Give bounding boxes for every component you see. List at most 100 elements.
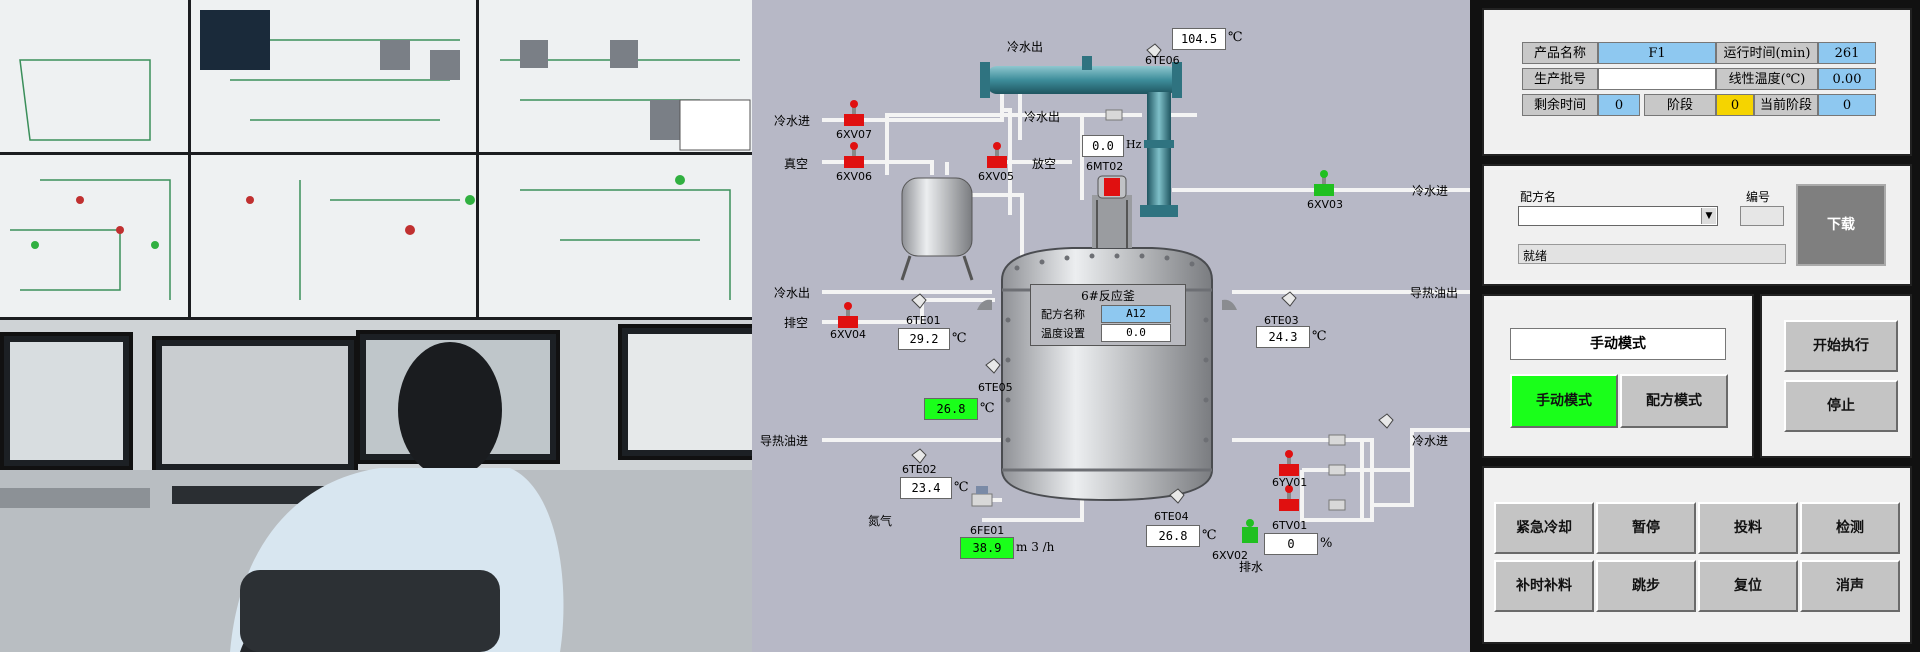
tag-6te06: 6TE06 — [1145, 54, 1180, 67]
recipe-select[interactable]: ▼ — [1518, 206, 1718, 226]
recipe-panel: 配方名 ▼ 编号 就绪 下载 — [1482, 164, 1912, 286]
reset-button[interactable]: 复位 — [1698, 560, 1798, 612]
value-mt02-hz: 0.0 — [1082, 135, 1124, 157]
tag-6te03: 6TE03 — [1264, 314, 1299, 327]
reactor-info-box: 6#反应釜 配方名称 A12 温度设置 0.0 — [1030, 284, 1186, 346]
desk-monitor-4 — [618, 324, 752, 460]
run-time-label: 运行时间(min) — [1716, 42, 1818, 64]
label-vacuum: 真空 — [784, 157, 809, 171]
emergency-cool-button[interactable]: 紧急冷却 — [1494, 502, 1594, 554]
remaining-time-label: 剩余时间 — [1522, 94, 1598, 116]
action-panel: 紧急冷却 暂停 投料 检测 补时补料 跳步 复位 消声 — [1482, 466, 1912, 644]
value-te01: 29.2 — [898, 328, 950, 350]
label-cold-water-in-left: 冷水进 — [774, 114, 811, 128]
valves — [838, 100, 1346, 543]
stage-label: 阶段 — [1644, 94, 1716, 116]
recipe-status-bar: 就绪 — [1518, 244, 1786, 264]
product-name-label: 产品名称 — [1522, 42, 1598, 64]
batch-label: 生产批号 — [1522, 68, 1598, 90]
desk-monitor-1 — [0, 332, 133, 470]
tag-6xv03[interactable]: 6XV03 — [1307, 198, 1344, 211]
tag-6fe01: 6FE01 — [970, 524, 1005, 537]
unit-flow: m 3 /h — [1016, 540, 1055, 554]
label-cold-water-out-mid: 冷水出 — [1024, 110, 1061, 124]
mode-display: 手动模式 — [1510, 328, 1726, 360]
product-name-value: F1 — [1598, 42, 1716, 64]
keyboard — [0, 488, 150, 508]
skip-step-button[interactable]: 跳步 — [1596, 560, 1696, 612]
unit-te01: ℃ — [952, 331, 967, 346]
feed-button[interactable]: 投料 — [1698, 502, 1798, 554]
process-diagram: 冷水出 冷水进 真空 放空 冷水出 冷水进 冷水出 排空 导热油出 导热油进 氮… — [752, 0, 1470, 652]
info-panel: 产品名称 F1 运行时间(min) 261 生产批号 线性温度(℃) 0.00 … — [1482, 8, 1912, 156]
unit-te05: ℃ — [980, 401, 995, 416]
value-te04: 26.8 — [1146, 525, 1200, 547]
label-oil-out: 导热油出 — [1410, 286, 1459, 300]
number-label: 编号 — [1746, 190, 1771, 204]
remaining-time-value: 0 — [1598, 94, 1640, 116]
tag-6te05: 6TE05 — [978, 381, 1013, 394]
operator-figure — [230, 342, 564, 652]
inspect-button[interactable]: 检测 — [1800, 502, 1900, 554]
linear-temp-label: 线性温度(℃) — [1716, 68, 1818, 90]
pause-button[interactable]: 暂停 — [1596, 502, 1696, 554]
reactor-recipe-label: 配方名称 — [1041, 308, 1085, 321]
control-panel: 产品名称 F1 运行时间(min) 261 生产批号 线性温度(℃) 0.00 … — [1470, 0, 1920, 652]
label-oil-in: 导热油进 — [760, 434, 809, 448]
unit-te03: ℃ — [1312, 329, 1327, 344]
value-te05: 26.8 — [924, 398, 978, 420]
label-nitrogen: 氮气 — [868, 514, 893, 528]
tag-6yv01[interactable]: 6YV01 — [1272, 476, 1308, 489]
current-stage-value: 0 — [1818, 94, 1876, 116]
chevron-down-icon[interactable]: ▼ — [1701, 208, 1716, 224]
unit-te04: ℃ — [1202, 528, 1217, 543]
run-time-value: 261 — [1818, 42, 1876, 64]
recipe-mode-button[interactable]: 配方模式 — [1620, 374, 1728, 428]
tag-6xv04[interactable]: 6XV04 — [830, 328, 867, 341]
stop-button[interactable]: 停止 — [1784, 380, 1898, 432]
label-cold-water-out-top: 冷水出 — [1007, 40, 1044, 54]
label-cold-water-out-left2: 冷水出 — [774, 286, 811, 300]
mode-panel: 手动模式 手动模式 配方模式 — [1482, 294, 1754, 458]
unit-te06: ℃ — [1228, 30, 1243, 45]
tag-6xv02[interactable]: 6XV02 — [1212, 549, 1249, 562]
value-te06: 104.5 — [1172, 28, 1226, 50]
stage-value: 0 — [1716, 94, 1754, 116]
reactor-temp-label: 温度设置 — [1041, 327, 1085, 340]
manual-mode-button[interactable]: 手动模式 — [1510, 374, 1618, 428]
label-cold-water-in-right-low: 冷水进 — [1412, 434, 1449, 448]
tag-6tv01[interactable]: 6TV01 — [1272, 519, 1308, 532]
unit-hz: Hz — [1126, 138, 1142, 151]
recipe-status-text: 就绪 — [1523, 249, 1548, 263]
tag-6te01: 6TE01 — [906, 314, 941, 327]
reactor-recipe-value: A12 — [1101, 305, 1171, 323]
label-vent: 放空 — [1032, 157, 1057, 171]
current-stage-label: 当前阶段 — [1754, 94, 1818, 116]
label-exhaust: 排空 — [784, 316, 809, 330]
label-cold-water-in-right-top: 冷水进 — [1412, 184, 1449, 198]
extend-feed-button[interactable]: 补时补料 — [1494, 560, 1594, 612]
tag-6xv05[interactable]: 6XV05 — [978, 170, 1015, 183]
reactor-title: 6#反应釜 — [1081, 289, 1135, 303]
tag-6xv07[interactable]: 6XV07 — [836, 128, 873, 141]
label-drain: 排水 — [1239, 560, 1264, 574]
value-te02: 23.4 — [900, 477, 952, 499]
execution-panel: 开始执行 停止 — [1760, 294, 1912, 458]
batch-value[interactable] — [1598, 68, 1716, 90]
tag-6xv06[interactable]: 6XV06 — [836, 170, 873, 183]
video-wall-graphics — [10, 10, 751, 300]
start-execution-button[interactable]: 开始执行 — [1784, 320, 1898, 372]
tag-6te02: 6TE02 — [902, 463, 937, 476]
value-valve-pct[interactable]: 0 — [1264, 533, 1318, 555]
reactor-temp-value[interactable]: 0.0 — [1101, 324, 1171, 342]
tag-6mt02[interactable]: 6MT02 — [1086, 160, 1124, 173]
video-wall-screen-6 — [476, 152, 752, 320]
unit-percent: % — [1320, 536, 1333, 551]
unit-te02: ℃ — [954, 480, 969, 495]
silence-button[interactable]: 消声 — [1800, 560, 1900, 612]
tag-6te04: 6TE04 — [1154, 510, 1189, 523]
linear-temp-value: 0.00 — [1818, 68, 1876, 90]
download-button[interactable]: 下载 — [1796, 184, 1886, 266]
number-field[interactable] — [1740, 206, 1784, 226]
recipe-name-label: 配方名 — [1520, 190, 1557, 204]
